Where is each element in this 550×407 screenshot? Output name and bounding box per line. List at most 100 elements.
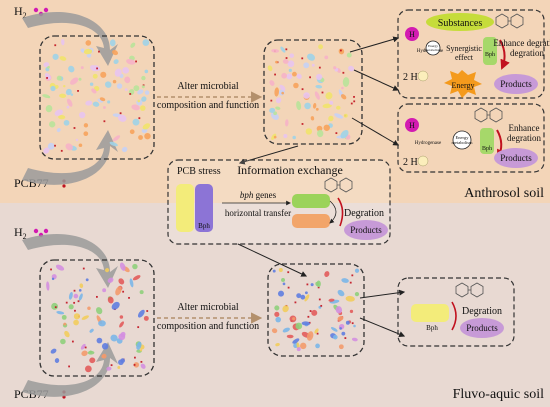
pcb-particle [54,44,57,47]
svg-text:Degration: Degration [462,306,502,317]
anthrosol-title: Anthrosol soil [464,186,544,201]
microbe-coccus [50,85,56,92]
microbe-rod [304,294,310,302]
microbe-rod [130,42,136,48]
svg-text:Alter microbial: Alter microbial [177,81,239,92]
microbe-rod [80,48,85,53]
microbe-rod [87,350,95,355]
microbe-coccus [315,343,320,349]
microbe-rod [340,94,347,100]
microbe-rod [275,343,280,347]
microbe-coccus [323,124,330,132]
microbe-rod [47,142,55,150]
microbe-coccus [329,100,334,105]
alter-arrow-bottom: Alter microbial composition and function [157,302,263,332]
microbe-rod [348,65,355,72]
microbe-coccus [303,92,310,99]
microbe-rod [79,283,84,289]
microbe-rod [286,334,294,339]
microbe-coccus [273,111,277,116]
h2-input-arrow-top [22,12,118,67]
pcb-particle [309,76,311,79]
pcb-particle [46,77,48,79]
microbe-rod [56,128,61,133]
microbe-rod [137,309,145,318]
microbe-rod [104,81,112,88]
microbe-coccus [78,77,82,81]
microbe-rod [351,337,358,342]
microbe-rod [95,307,103,315]
pcb-particle [137,326,140,329]
pcb-particle [321,91,324,94]
svg-text:horizontal transfer: horizontal transfer [225,208,291,218]
microbe-coccus [305,128,313,135]
microbe-rod [65,88,72,96]
products-oval-4 [460,318,504,338]
pcb-particle [146,310,149,312]
microbe-rod [131,104,140,111]
microbe-rod [54,109,63,116]
svg-text:Energy: Energy [428,44,438,48]
microbe-rod [318,44,323,50]
svg-text:Energy: Energy [456,135,470,140]
microbe-coccus [292,135,296,140]
svg-text:Bph: Bph [482,146,492,152]
microbe-rod [61,38,65,46]
svg-text:Degration: Degration [344,208,384,219]
bacterium-bph-bottom: Bph [411,304,449,332]
microbe-coccus [288,68,292,72]
pcb-particle [318,298,321,301]
pcb-particle [96,67,98,70]
pcb-particle [65,301,68,304]
bacterium-bph-purple: Bph [195,184,213,232]
microbe-rod [117,114,127,122]
microbe-rod [51,302,59,310]
microbe-coccus [89,82,94,86]
microbe-rod [279,84,286,91]
pcb-particle [95,295,98,298]
microbe-rod [269,80,275,86]
svg-text:Bph: Bph [426,324,438,332]
microbe-rod [68,65,75,73]
microbe-rod [101,343,109,350]
microbe-coccus [295,322,303,330]
microbe-coccus [299,342,307,350]
svg-text:metabolism: metabolism [452,140,473,145]
microbe-coccus [283,134,288,139]
pcb-particle [122,290,125,293]
pcb-particle [339,49,342,52]
svg-text:metabolism: metabolism [425,48,442,52]
microbe-rod [68,291,73,300]
microbe-coccus [277,290,285,297]
pcb-particle [140,360,143,363]
microbe-coccus [56,75,62,81]
microbe-rod [121,146,128,153]
microbe-coccus [142,39,150,46]
microbe-rod [81,350,88,357]
microbe-rod [342,77,350,87]
microbe-coccus [120,358,125,363]
microbe-coccus [47,95,51,99]
bacterium-orange-recipient [292,214,330,228]
microbe-coccus [141,75,146,81]
microbe-coccus [274,311,280,317]
microbe-coccus [282,282,286,286]
microbe-coccus [119,315,124,319]
pcb-particle [270,99,273,102]
connector-synergy [349,36,400,53]
connector-hgt-bottom [237,243,308,277]
microbes-bottom-middle [271,268,360,352]
microbe-rod [141,96,147,102]
microbe-rod [307,53,316,61]
microbe-coccus [78,111,86,119]
bacterium-green-donor [292,194,330,208]
microbe-coccus [73,313,81,320]
pcb-particle [71,340,74,343]
microbe-rod [124,76,131,84]
microbe-coccus [51,277,55,281]
microbe-coccus [311,309,318,316]
microbe-rod [345,295,355,302]
fluvo-title: Fluvo-aquic soil [453,387,544,402]
microbe-coccus [281,278,285,282]
